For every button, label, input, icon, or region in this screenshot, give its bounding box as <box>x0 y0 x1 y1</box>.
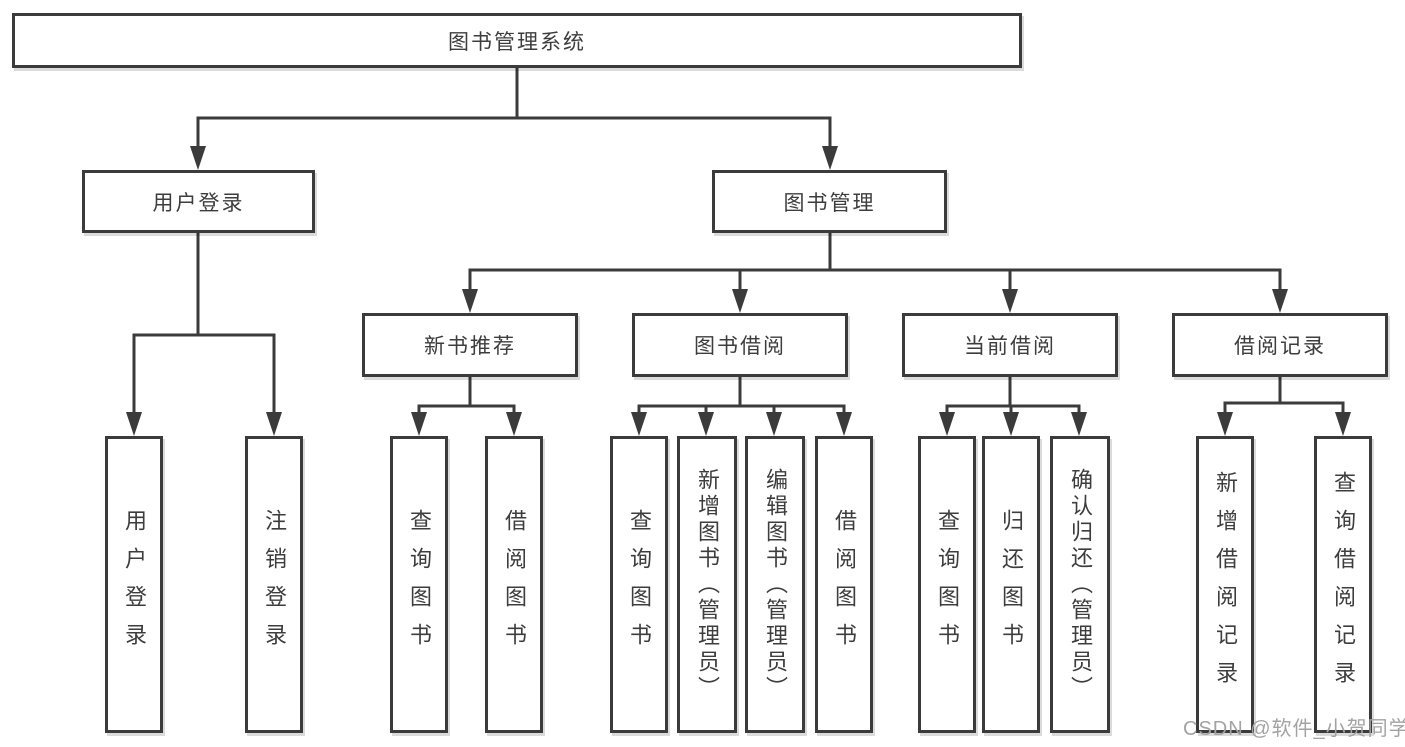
leaf-add-borrow-record: 新增借阅记录 <box>1196 436 1254 733</box>
leaf-query-borrow-record: 查询借阅记录 <box>1314 436 1372 733</box>
node-new-book-recommendation: 新书推荐 <box>362 313 578 377</box>
csdn-watermark: CSDN @软件_小贺同学 <box>1183 718 1405 740</box>
node-library-management-system: 图书管理系统 <box>12 13 1022 68</box>
leaf-edit-book-admin: 编辑图书（管理员） <box>745 436 805 733</box>
leaf-label: 归还图书 <box>999 508 1024 661</box>
leaf-label: 查询借阅记录 <box>1331 470 1356 699</box>
leaf-return-book: 归还图书 <box>982 436 1040 733</box>
leaf-label: 确认归还（管理员） <box>1068 467 1093 702</box>
node-label: 图书借阅 <box>694 335 786 358</box>
leaf-label: 用户登录 <box>122 508 147 661</box>
node-label: 图书管理 <box>783 191 876 215</box>
leaf-label: 借阅图书 <box>832 508 857 661</box>
leaf-label: 注销登录 <box>262 508 287 661</box>
leaf-add-book-admin: 新增图书（管理员） <box>677 436 737 733</box>
leaf-user-login: 用户登录 <box>105 436 163 733</box>
node-book-management: 图书管理 <box>712 170 947 233</box>
node-label: 图书管理系统 <box>448 30 586 54</box>
node-label: 当前借阅 <box>964 335 1056 358</box>
node-label: 新书推荐 <box>424 335 516 358</box>
leaf-label: 借阅图书 <box>502 508 527 661</box>
leaf-label: 查询图书 <box>935 508 960 661</box>
leaf-label: 查询图书 <box>407 508 432 661</box>
leaf-label: 查询图书 <box>627 508 652 661</box>
leaf-query-books-current: 查询图书 <box>918 436 976 733</box>
leaf-query-books-recommend: 查询图书 <box>390 436 448 733</box>
node-current-borrowing: 当前借阅 <box>902 313 1118 377</box>
leaf-confirm-return-admin: 确认归还（管理员） <box>1050 436 1110 733</box>
leaf-query-books-borrowing: 查询图书 <box>610 436 668 733</box>
leaf-label: 编辑图书（管理员） <box>763 467 788 702</box>
node-label: 借阅记录 <box>1234 335 1326 358</box>
leaf-borrow-books-recommend: 借阅图书 <box>485 436 543 733</box>
leaf-label: 新增图书（管理员） <box>695 467 720 702</box>
node-book-borrowing: 图书借阅 <box>632 313 848 377</box>
node-label: 用户登录 <box>152 191 245 215</box>
leaf-borrow-books-borrowing: 借阅图书 <box>815 436 873 733</box>
leaf-logout: 注销登录 <box>245 436 303 733</box>
node-user-login: 用户登录 <box>82 170 315 233</box>
leaf-label: 新增借阅记录 <box>1213 470 1238 699</box>
node-borrowing-records: 借阅记录 <box>1172 313 1388 377</box>
